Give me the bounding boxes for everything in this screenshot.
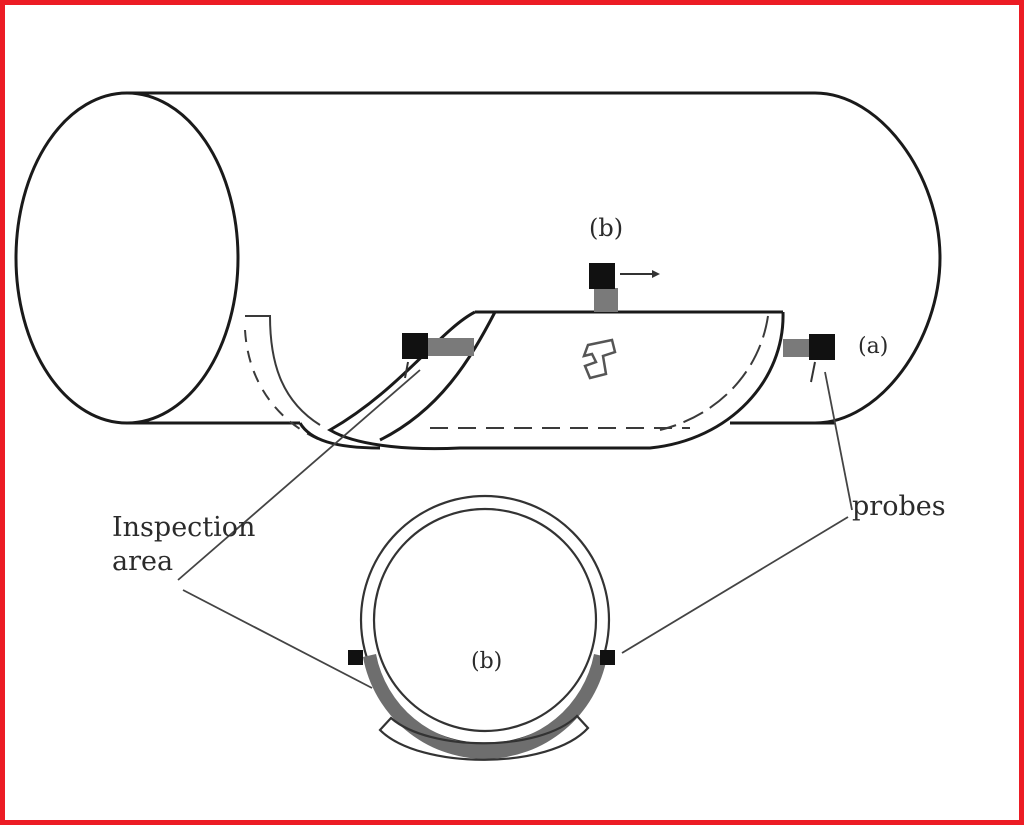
label-inspection-line2: area: [112, 546, 173, 577]
scan-start-tab: [245, 315, 321, 426]
probe-right-head: [809, 334, 835, 360]
saddle-left-band-inner: [379, 311, 497, 442]
leader-probes-lower: [621, 516, 849, 654]
probe-right-arm: [783, 339, 813, 357]
cross-probe-right: [600, 650, 615, 665]
probe-left-arm: [426, 338, 474, 356]
leader-probes-upper: [824, 371, 853, 511]
probe-top-head: [589, 263, 615, 289]
hidden-scan-path: [244, 315, 690, 441]
label-b-cross: (b): [471, 649, 502, 674]
cross-scanner-shoe: [378, 714, 590, 761]
flaw-marker-icon: [582, 338, 617, 380]
label-a-side: (a): [858, 334, 888, 359]
cross-section: [348, 494, 615, 761]
leader-lines: [177, 369, 853, 689]
pipe-body: [14, 91, 942, 425]
probe-left-wire: [404, 361, 409, 379]
leader-inspection-lower: [182, 589, 373, 689]
probe-top-arm: [594, 288, 618, 312]
cross-probe-left: [348, 650, 363, 665]
label-probes: probes: [852, 491, 946, 522]
probe-left: [402, 333, 474, 379]
label-b-top: (b): [589, 214, 623, 242]
probe-left-head: [402, 333, 428, 359]
label-inspection-line1: Inspection: [112, 512, 255, 543]
saddle-left-lip: [298, 422, 381, 450]
saddle-outer-curve: [327, 310, 785, 451]
hidden-arc-dashed: [244, 329, 321, 441]
cross-inner-ring: [372, 507, 598, 733]
pipe-outline-top-right: [127, 91, 942, 425]
probe-right-wire: [810, 361, 816, 383]
probe-right: [783, 334, 835, 383]
pipe-end-ellipse: [14, 91, 240, 425]
arrow-right-icon: [620, 270, 660, 278]
saddle-right-hidden: [659, 315, 769, 431]
probe-top: [589, 263, 618, 312]
leader-inspection-upper: [177, 369, 421, 581]
scanner-saddle: [298, 310, 785, 451]
